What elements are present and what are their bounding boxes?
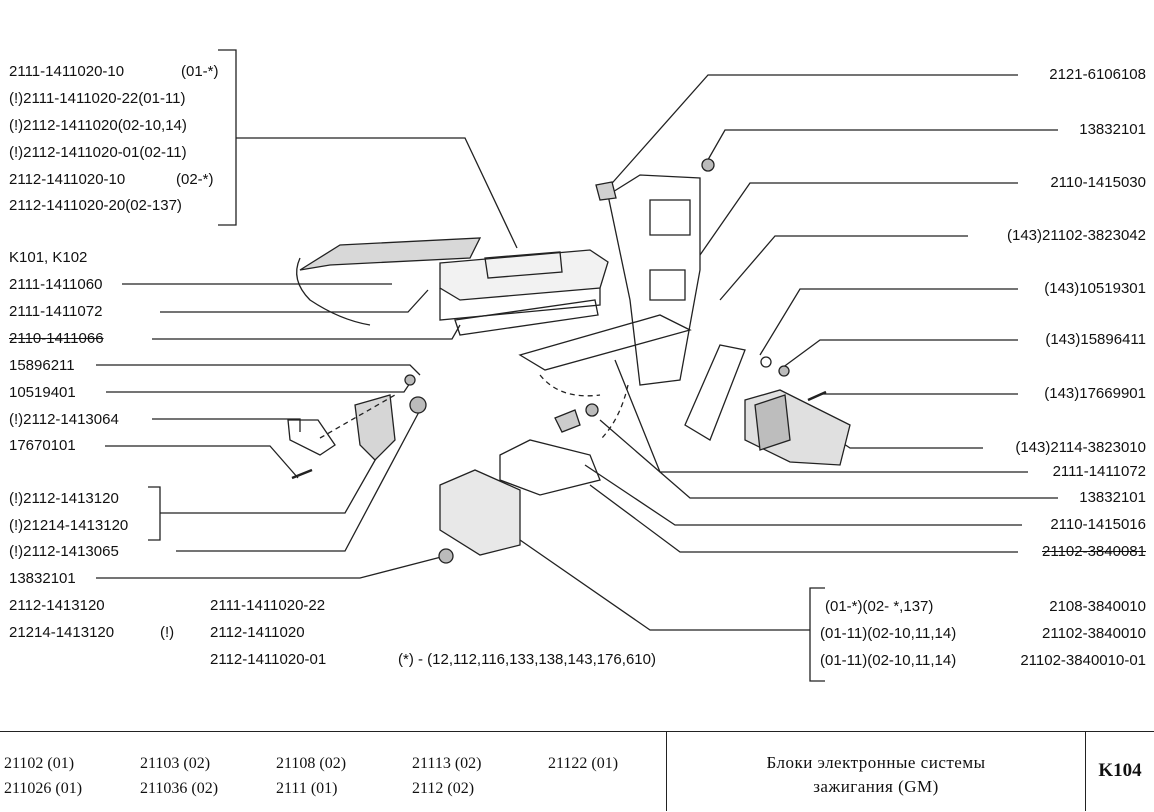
left-label-8: 17670101 [9,437,76,454]
table-row2-apps: (01-11)(02-10,11,14) [820,625,957,642]
right-label-1: 2121-6106108 [1049,66,1146,83]
ecu-code-1: 2111-1411020-10 [9,63,125,80]
star-note: (*) - (12,112,116,133,138,143,176,610) [398,651,656,668]
bracket2-code-2: (!)21214-1413120 [9,517,129,534]
note-col1-line1: 2112-1413120 [9,597,105,614]
right-label-5: (143)10519301 [1044,280,1146,297]
sheet-title-line1: Блоки электронные системы [766,753,986,772]
right-label-9: 2111-1411072 [1052,463,1146,480]
ecu-code-2: (!)2111-1411020-22(01-11) [9,90,186,107]
table-row3-apps: (01-11)(02-10,11,14) [820,652,957,669]
bracket2-code-1: (!)2112-1413120 [9,490,119,507]
left-label-10: 13832101 [9,570,76,587]
model-7: 211036 (02) [140,780,219,797]
table-row3-code: 21102-3840010-01 [1020,652,1146,669]
table-row2-code: 21102-3840010 [1042,625,1146,642]
exploded-parts-diagram [96,49,1058,682]
table-row1-code: 2108-3840010 [1049,598,1146,615]
note-col1-line2: 21214-1413120 [9,624,115,641]
left-label-1: K101, K102 [9,249,88,266]
right-label-10: 13832101 [1079,489,1146,506]
ecu-note-5: (02-*) [176,171,214,188]
ecu-code-4: (!)2112-1411020-01(02-11) [9,144,187,161]
model-3: 21108 (02) [276,755,347,772]
left-label-5: 15896211 [9,357,75,374]
model-9: 2112 (02) [412,780,475,797]
note-col1-mark: (!) [160,624,175,641]
left-label-7: (!)2112-1413064 [9,411,119,428]
model-1: 21102 (01) [4,755,75,772]
note-col2-line1: 2111-1411020-22 [210,597,326,614]
left-label-6: 10519401 [9,384,76,401]
right-label-11: 2110-1415016 [1050,516,1146,533]
model-4: 21113 (02) [412,755,482,772]
ecu-code-5: 2112-1411020-10 [9,171,126,188]
note-col2-line3: 2112-1411020-01 [210,651,327,668]
left-label-9: (!)2112-1413065 [9,543,119,560]
left-label-3: 2111-1411072 [9,303,103,320]
left-label-4: 2110-1411066 [9,330,104,347]
right-label-4: (143)21102-3823042 [1006,227,1146,244]
sheet-title-line2: зажигания (GM) [813,777,939,796]
note-col2-line2: 2112-1411020 [210,624,305,641]
model-8: 2111 (01) [276,780,338,797]
model-6: 211026 (01) [4,780,83,797]
sheet-code: K104 [1098,760,1142,781]
right-label-3: 2110-1415030 [1050,174,1146,191]
right-label-12: 21102-3840081 [1042,543,1146,560]
right-label-8: (143)2114-3823010 [1015,439,1146,456]
ecu-code-3: (!)2112-1411020(02-10,14) [9,117,187,134]
model-2: 21103 (02) [140,755,211,772]
right-label-7: (143)17669901 [1044,385,1146,402]
ecu-code-6: 2112-1411020-20(02-137) [9,197,182,214]
footer [0,731,1154,812]
ecu-note-1: (01-*) [181,63,219,80]
right-label-2: 13832101 [1079,121,1146,138]
right-label-6: (143)15896411 [1045,331,1146,348]
sheet-title-box: Блоки электронные системы зажигания (GM) [666,731,1086,811]
left-label-2: 2111-1411060 [9,276,103,293]
table-row1-apps: (01-*)(02- *,137) [825,598,934,615]
model-5: 21122 (01) [548,755,619,772]
